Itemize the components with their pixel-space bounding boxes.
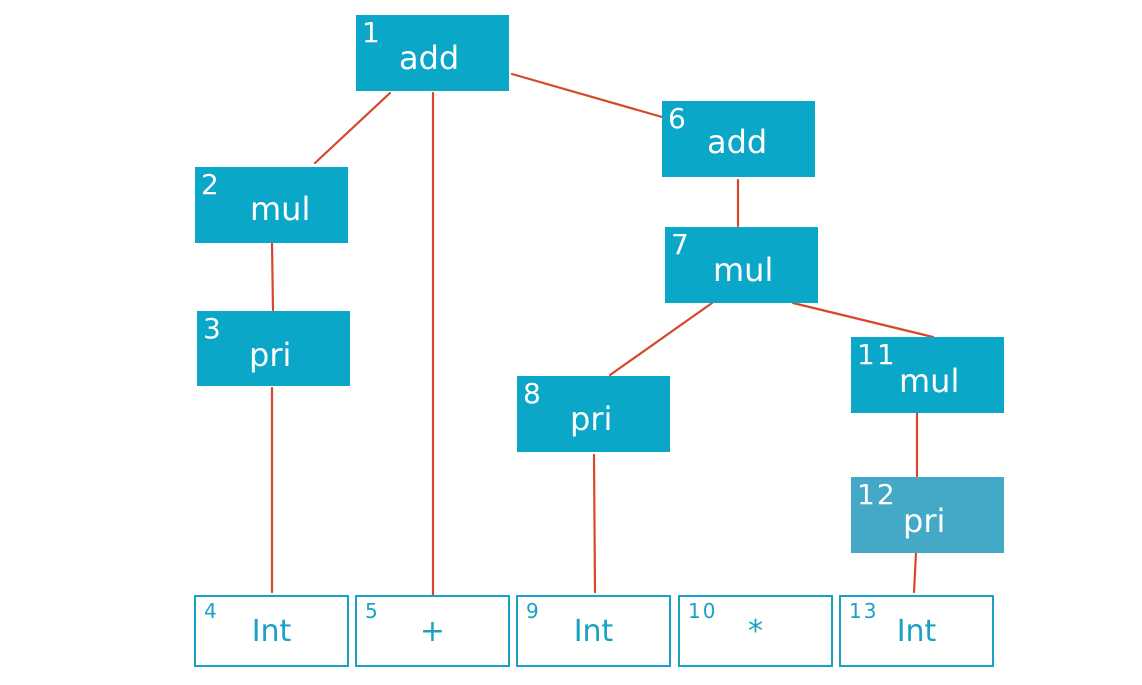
edge-12-13 (912, 551, 918, 594)
node-2-mul: 2 mul (195, 167, 348, 243)
token-13: 13 Int (839, 595, 994, 667)
token-9-label: Int (573, 614, 614, 649)
node-3-pri: 3 pri (197, 311, 350, 386)
edge-8-9 (592, 453, 597, 594)
token-5: 5 + (355, 595, 510, 667)
token-9-number: 9 (526, 599, 541, 623)
node-11-label: mul (899, 362, 960, 400)
token-10: 10 * (678, 595, 833, 667)
node-1-label: add (399, 39, 460, 77)
node-7-mul: 7 mul (665, 227, 818, 303)
node-12-pri: 12 pri (851, 477, 1004, 553)
node-3-label: pri (249, 336, 292, 374)
node-12-label: pri (903, 502, 946, 540)
node-1-add: 1 add (356, 15, 509, 91)
node-2-label: mul (250, 190, 311, 228)
token-10-label: * (748, 614, 763, 649)
node-1-number: 1 (362, 16, 382, 49)
token-9: 9 Int (516, 595, 671, 667)
node-11-number: 11 (857, 338, 897, 371)
edge-1-6 (510, 72, 664, 119)
node-6-add: 6 add (662, 101, 815, 177)
node-2-number: 2 (201, 168, 221, 201)
node-12-number: 12 (857, 478, 897, 511)
token-5-number: 5 (365, 599, 380, 623)
node-8-label: pri (570, 400, 613, 438)
node-7-label: mul (713, 251, 774, 289)
node-8-pri: 8 pri (517, 376, 670, 452)
edge-7-11 (791, 301, 935, 339)
node-6-label: add (707, 123, 768, 161)
edge-1-2 (313, 91, 392, 165)
token-4-label: Int (251, 614, 292, 649)
node-7-number: 7 (671, 228, 691, 261)
edge-7-8 (608, 301, 714, 377)
token-5-label: + (419, 614, 446, 649)
node-6-number: 6 (668, 102, 688, 135)
token-4-number: 4 (204, 599, 219, 623)
edge-2-3 (270, 241, 275, 312)
token-10-number: 10 (688, 599, 718, 623)
token-13-label: Int (896, 614, 937, 649)
node-11-mul: 11 mul (851, 337, 1004, 413)
token-4: 4 Int (194, 595, 349, 667)
node-8-number: 8 (523, 377, 543, 410)
node-3-number: 3 (203, 312, 223, 345)
token-13-number: 13 (849, 599, 879, 623)
